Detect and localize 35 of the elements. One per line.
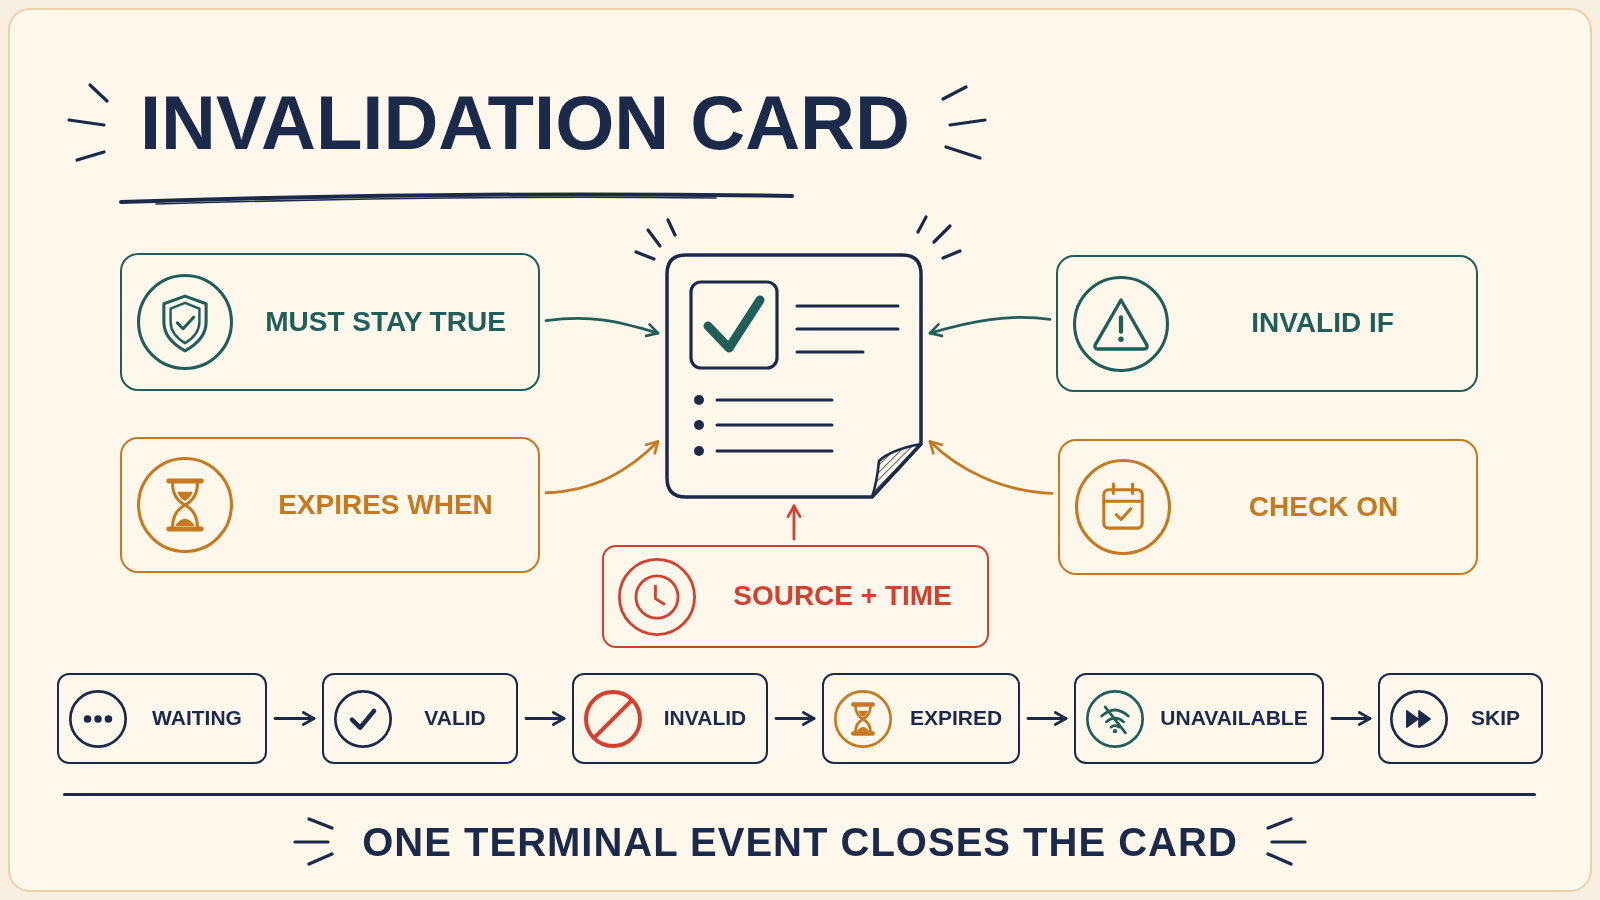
arrow bbox=[928, 315, 1052, 338]
arrow bbox=[1330, 711, 1372, 726]
arrow bbox=[544, 440, 660, 495]
condition-label: EXPIRES WHEN bbox=[278, 488, 493, 522]
status-label: SKIP bbox=[1471, 706, 1520, 731]
status-label: VALID bbox=[424, 706, 486, 731]
arrow bbox=[786, 504, 802, 541]
arrow bbox=[1026, 711, 1068, 726]
status-label: EXPIRED bbox=[909, 706, 1003, 731]
condition-label: MUST STAY TRUE bbox=[265, 305, 506, 339]
condition-box bbox=[120, 437, 540, 573]
status-box bbox=[1378, 673, 1543, 764]
status-box bbox=[57, 673, 267, 764]
status-label: UNAVAILABLE bbox=[1160, 706, 1308, 731]
status-box bbox=[822, 673, 1020, 764]
document-drawing bbox=[662, 250, 926, 502]
title: INVALIDATION CARD bbox=[140, 84, 910, 161]
arrow bbox=[524, 711, 566, 726]
status-label: WAITING bbox=[152, 706, 242, 731]
arrow bbox=[273, 711, 316, 726]
arrow bbox=[774, 711, 816, 726]
arrow bbox=[544, 316, 660, 338]
source-label: SOURCE + TIME bbox=[733, 580, 952, 613]
source-box bbox=[602, 545, 989, 648]
caption: ONE TERMINAL EVENT CLOSES THE CARD bbox=[362, 821, 1238, 862]
condition-box bbox=[1058, 439, 1478, 575]
condition-box bbox=[1056, 255, 1478, 392]
condition-label: CHECK ON bbox=[1248, 490, 1399, 524]
condition-label: INVALID IF bbox=[1251, 307, 1394, 340]
status-box bbox=[572, 673, 768, 764]
status-box bbox=[322, 673, 518, 764]
arrow bbox=[928, 440, 1054, 495]
status-label: INVALID bbox=[663, 706, 747, 731]
condition-box bbox=[120, 253, 540, 391]
status-box bbox=[1074, 673, 1324, 764]
